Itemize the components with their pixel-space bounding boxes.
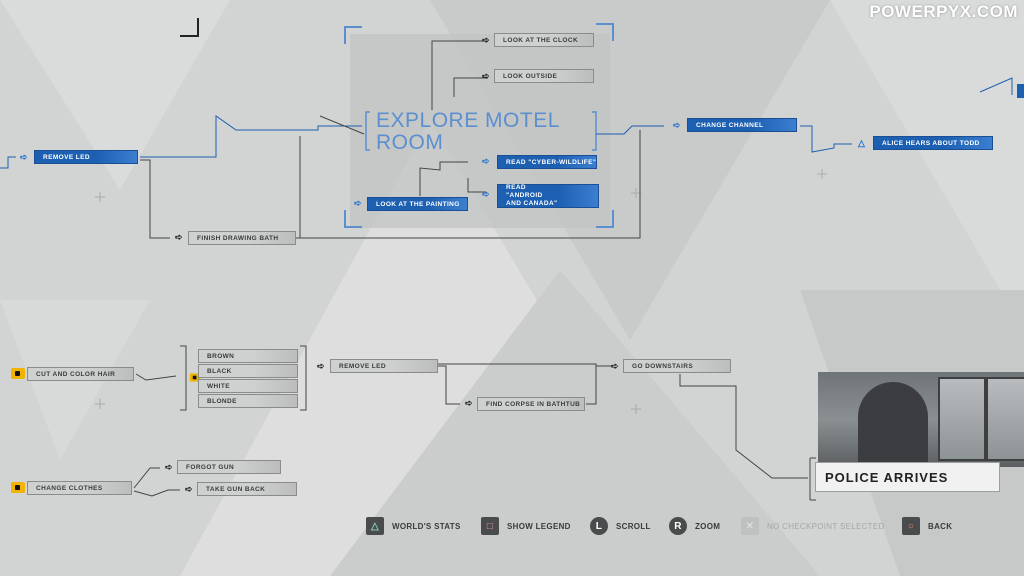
cross-button-icon: ✕ [741,517,759,535]
left-stick-icon: L [590,517,608,535]
node-forgot-gun[interactable]: FORGOT GUN [177,460,281,474]
locked-icon [11,368,25,379]
site-watermark: POWERPYX.COM [869,2,1018,21]
arrow-right-icon: ➪ [175,232,183,242]
offscreen-node-edge [1017,84,1024,98]
arrow-right-icon: ➪ [482,35,490,45]
node-change-channel[interactable]: CHANGE CHANNEL [687,118,797,132]
arrow-right-icon: ➪ [482,156,490,166]
node-finish-drawing-bath[interactable]: FINISH DRAWING BATH [188,231,296,245]
node-remove-led-top[interactable]: REMOVE LED [34,150,138,164]
node-look-at-the-clock[interactable]: LOOK AT THE CLOCK [494,33,594,47]
node-hair-white[interactable]: WHITE [198,379,298,393]
node-change-clothes[interactable]: CHANGE CLOTHES [27,481,132,495]
footer-back[interactable]: ○ BACK [902,517,952,535]
triangle-icon: △ [858,138,865,148]
node-find-corpse-in-bathtub[interactable]: FIND CORPSE IN BATHTUB [477,397,585,411]
chapter-title: EXPLORE MOTEL ROOM [376,109,560,154]
locked-icon [11,482,25,493]
node-cut-and-color-hair[interactable]: CUT AND COLOR HAIR [27,367,134,381]
arrow-right-icon: ➪ [465,398,473,408]
footer-show-legend[interactable]: □ SHOW LEGEND [481,517,571,535]
arrow-right-icon: ➪ [165,462,173,472]
node-police-arrives[interactable]: POLICE ARRIVES [815,462,1000,492]
arrow-right-icon: ➪ [482,71,490,81]
arrow-right-icon: ➪ [185,484,193,494]
node-hair-black[interactable]: BLACK [198,364,298,378]
node-hair-brown[interactable]: BROWN [198,349,298,363]
circle-button-icon: ○ [902,517,920,535]
node-look-at-the-painting[interactable]: LOOK AT THE PAINTING [367,197,468,211]
arrow-right-icon: ➪ [482,189,490,199]
footer-scroll[interactable]: L SCROLL [590,517,651,535]
footer-no-checkpoint: ✕ NO CHECKPOINT SELECTED [741,517,885,535]
node-take-gun-back[interactable]: TAKE GUN BACK [197,482,297,496]
node-read-android-and-canada[interactable]: READ "ANDROID AND CANADA" [497,184,599,208]
arrow-right-icon: ➪ [20,152,28,162]
node-go-downstairs[interactable]: GO DOWNSTAIRS [623,359,731,373]
triangle-button-icon: △ [366,517,384,535]
node-look-outside[interactable]: LOOK OUTSIDE [494,69,594,83]
right-stick-icon: R [669,517,687,535]
chapter-thumbnail [818,372,1024,467]
arrow-right-icon: ➪ [354,198,362,208]
locked-icon [189,373,201,382]
square-button-icon: □ [481,517,499,535]
node-read-cyber-wildlife[interactable]: READ "CYBER-WILDLIFE" [497,155,597,169]
footer-zoom[interactable]: R ZOOM [669,517,720,535]
arrow-right-icon: ➪ [611,361,619,371]
node-hair-blonde[interactable]: BLONDE [198,394,298,408]
arrow-right-icon: ➪ [317,361,325,371]
node-alice-hears-about-todd[interactable]: ALICE HEARS ABOUT TODD [873,136,993,150]
node-remove-led-mid[interactable]: REMOVE LED [330,359,438,373]
footer-worlds-stats[interactable]: △ WORLD'S STATS [366,517,461,535]
arrow-right-icon: ➪ [673,120,681,130]
